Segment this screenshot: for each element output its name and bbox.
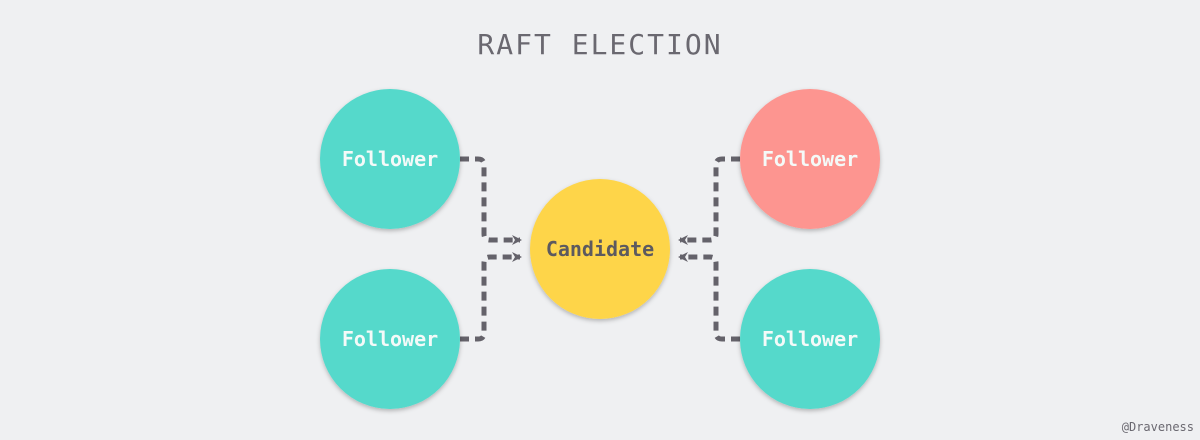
candidate-label: Candidate — [546, 237, 654, 261]
follower-circle-highlighted — [740, 89, 880, 229]
follower-label: Follower — [762, 327, 858, 351]
edge-top-left-to-candidate — [460, 156, 522, 245]
node-follower-top-left: Follower — [320, 89, 460, 229]
node-follower-bottom-left: Follower — [320, 269, 460, 409]
follower-label: Follower — [762, 147, 858, 171]
node-follower-bottom-right: Follower — [740, 269, 880, 409]
follower-label: Follower — [342, 327, 438, 351]
candidate-circle — [530, 179, 670, 319]
diagram-title: RAFT ELECTION — [477, 28, 723, 61]
follower-circle — [740, 269, 880, 409]
edge-top-right-to-candidate — [678, 156, 740, 245]
follower-circle — [320, 269, 460, 409]
node-candidate: Candidate — [530, 179, 670, 319]
node-follower-top-right: Follower — [740, 89, 880, 229]
follower-label: Follower — [342, 147, 438, 171]
author-credit: @Draveness — [1121, 420, 1194, 434]
edge-bottom-left-to-candidate — [460, 252, 522, 342]
edge-bottom-right-to-candidate — [678, 252, 740, 342]
follower-circle — [320, 89, 460, 229]
